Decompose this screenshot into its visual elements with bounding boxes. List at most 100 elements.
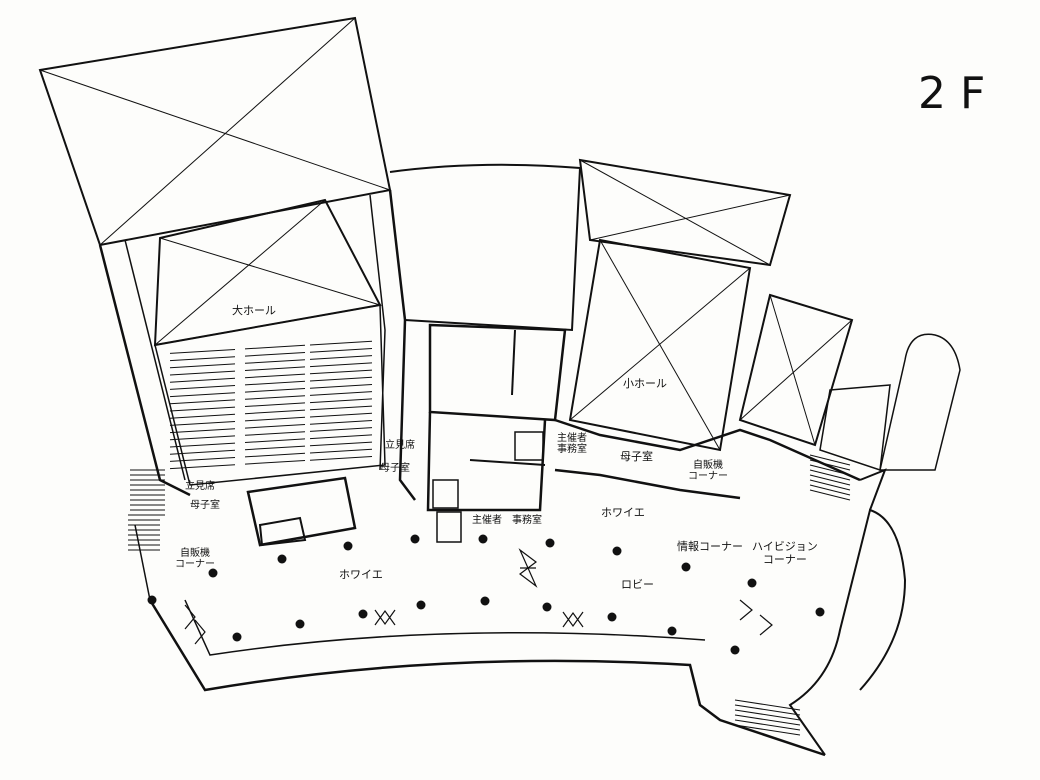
- seat-row: [169, 392, 236, 398]
- seat-row: [309, 448, 373, 454]
- seating-rows: [169, 340, 373, 470]
- seat-row: [169, 413, 236, 419]
- seat-row: [169, 457, 236, 462]
- seat-row: [169, 356, 236, 362]
- seat-row: [244, 409, 306, 415]
- seat-row: [309, 419, 373, 425]
- column: [612, 546, 622, 556]
- seat-row: [169, 363, 236, 369]
- seat-row: [309, 340, 373, 346]
- column: [815, 607, 825, 617]
- stair-step: [734, 709, 801, 721]
- seat-row: [169, 349, 236, 354]
- stair-step: [809, 484, 851, 496]
- stair-step: [809, 474, 851, 486]
- hivision-corner-label: ハイビジョン コーナー: [752, 540, 818, 566]
- foyer-left-label: ホワイエ: [339, 568, 383, 581]
- stair-step: [734, 714, 801, 726]
- seat-row: [169, 421, 236, 426]
- nursing-room-center: 母子室: [380, 463, 410, 474]
- column: [410, 534, 420, 544]
- stair-step: [809, 489, 851, 501]
- seat-row: [244, 402, 306, 407]
- seat-row: [244, 445, 306, 451]
- vending-corner-right: 自販機 コーナー: [688, 460, 728, 482]
- small-hall-flytower: [578, 158, 792, 267]
- seat-row: [169, 399, 236, 405]
- stair-step: [734, 699, 801, 711]
- nursing-room-left: 母子室: [190, 500, 220, 511]
- seat-row: [244, 344, 306, 350]
- seat-row: [169, 370, 236, 376]
- seat-row: [169, 406, 236, 412]
- seat-row: [169, 435, 236, 441]
- column: [208, 568, 218, 578]
- seat-row: [309, 434, 373, 440]
- seat-row: [169, 385, 236, 390]
- seat-row: [309, 355, 373, 360]
- seat-row: [309, 455, 373, 461]
- seat-row: [244, 424, 306, 429]
- seat-row: [244, 395, 306, 400]
- seat-row: [309, 391, 373, 396]
- lobby-label: ロビー: [621, 578, 654, 591]
- seat-row: [244, 352, 306, 357]
- seat-row: [309, 441, 373, 447]
- seat-row: [244, 373, 306, 379]
- organizer-office-right: 主催者 事務室: [557, 433, 587, 455]
- seat-row: [169, 449, 236, 455]
- stair-step: [734, 719, 801, 731]
- column: [747, 578, 757, 588]
- small-hall-label: 小ホール: [623, 377, 667, 390]
- column: [545, 538, 555, 548]
- stair-step: [809, 479, 851, 491]
- stair-step: [809, 454, 851, 466]
- stair-step: [809, 459, 851, 471]
- column: [667, 626, 677, 636]
- seat-row: [244, 460, 306, 465]
- organizer-office-center: 主催者 事務室: [472, 515, 542, 526]
- large-hall-label: 大ホール: [232, 304, 276, 317]
- column: [730, 645, 740, 655]
- seat-row: [309, 398, 373, 404]
- floor-label: 2F: [918, 68, 1000, 119]
- seat-row: [244, 366, 306, 371]
- seat-row: [169, 442, 236, 448]
- seat-row: [169, 377, 236, 383]
- standing-area-left: 立見席: [185, 481, 215, 492]
- column: [478, 534, 488, 544]
- seat-row: [244, 452, 306, 458]
- column: [358, 609, 368, 619]
- column: [542, 602, 552, 612]
- seat-row: [309, 347, 373, 353]
- seat-row: [169, 464, 236, 470]
- standing-area-right: 立見席: [385, 440, 415, 451]
- vending-corner-left: 自販機 コーナー: [175, 548, 215, 570]
- seat-row: [309, 405, 373, 411]
- column: [607, 612, 617, 622]
- info-corner-label: 情報コーナー: [677, 540, 743, 553]
- column: [147, 595, 157, 605]
- column: [277, 554, 287, 564]
- column: [232, 632, 242, 642]
- seat-row: [309, 412, 373, 418]
- column: [416, 600, 426, 610]
- seat-row: [309, 383, 373, 389]
- large-hall-stage: [153, 198, 382, 347]
- column: [295, 619, 305, 629]
- column: [681, 562, 691, 572]
- seat-row: [169, 428, 236, 434]
- seat-row: [244, 431, 306, 436]
- seat-row: [244, 380, 306, 386]
- large-hall-flytower: [38, 16, 392, 247]
- column: [343, 541, 353, 551]
- seat-row: [244, 359, 306, 364]
- stair-step: [734, 724, 801, 736]
- seat-row: [309, 362, 373, 368]
- nursing-room-right: 母子室: [620, 450, 653, 463]
- seat-row: [309, 369, 373, 375]
- rehearsal-room: [738, 293, 854, 447]
- small-hall-auditorium: [568, 238, 752, 452]
